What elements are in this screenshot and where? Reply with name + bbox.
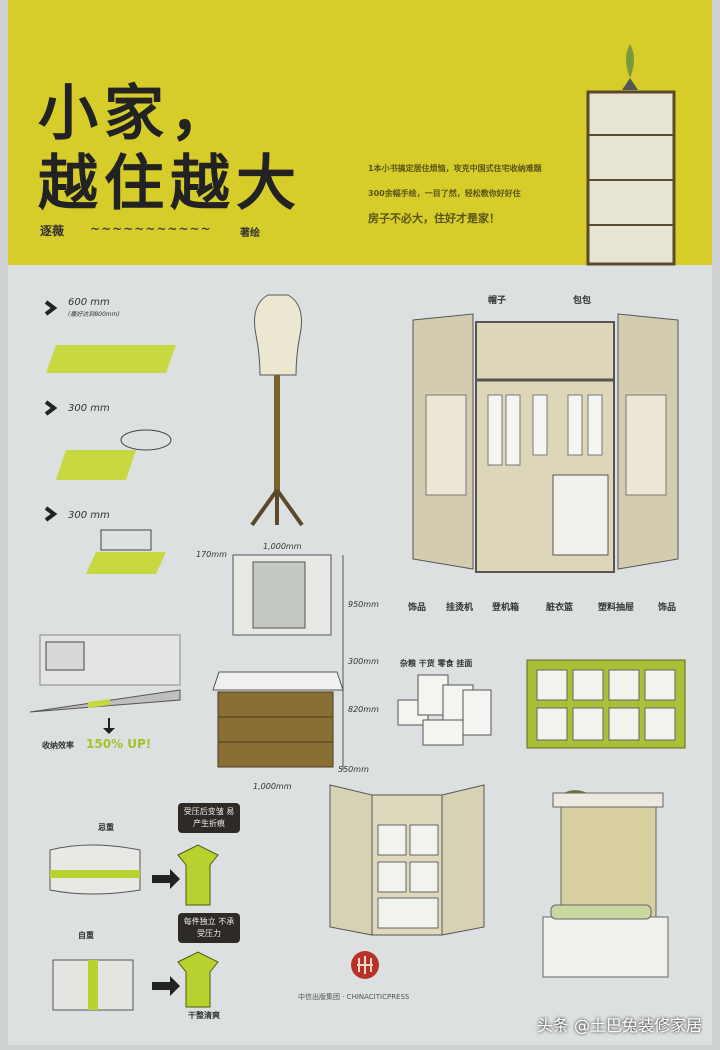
- vanity-illustration: [212, 554, 344, 770]
- vanity-dim-width-bottom: 1,000mm: [253, 782, 292, 791]
- vanity-dim-950: 950mm: [348, 600, 379, 609]
- shirt-label-2: 自重: [78, 931, 94, 940]
- title-line-2: 越住越大: [38, 149, 302, 219]
- storage-jars-illustration: [397, 674, 492, 746]
- tagline-1: 1本小书搞定居住烦恼，攻克中国式住宅收纳难题: [368, 164, 542, 173]
- author-divider: ~~~~~~~~~~~: [90, 222, 212, 236]
- kitchen-counter-illustrations: [44, 300, 176, 574]
- wardrobe-label-6: 饰品: [658, 603, 677, 613]
- tagline-2: 300余幅手绘，一目了然，轻松教你好好住: [368, 189, 521, 198]
- vanity-dim-300: 300mm: [348, 657, 379, 666]
- citic-press-logo: [351, 951, 379, 979]
- wall-rack-illustration: [29, 634, 181, 734]
- cabinet-illustration: [329, 784, 485, 936]
- tagline-3: 房子不必大，住好才是家！: [368, 212, 500, 225]
- shirt-caption: 干整清爽: [188, 1011, 220, 1020]
- wardrobe-label-3: 登机箱: [492, 603, 520, 613]
- wardrobe-label-5: 塑料抽屉: [598, 603, 635, 613]
- entry-bench-illustration: [542, 790, 669, 978]
- vanity-dim-170: 170mm: [196, 550, 227, 559]
- author: 逐薇: [40, 224, 65, 238]
- author-suffix: 著绘: [240, 228, 260, 239]
- dim-300a: 300 mm: [68, 403, 110, 414]
- vanity-dim-550: 550mm: [338, 765, 369, 774]
- shirt-label-1: 忌重: [98, 823, 114, 832]
- mannequin-illustration: [250, 294, 304, 527]
- speech-bubble-1: 受压后变皱 易产生折痕: [178, 803, 240, 833]
- publisher-name: 中信出版集团 · CHINACITICPRESS: [298, 993, 410, 1001]
- cube-shelf-illustration: [526, 659, 686, 749]
- wardrobe-label-hats: 帽子: [488, 296, 507, 306]
- bookshelf-illustration: [586, 44, 676, 266]
- wardrobe-label-bags: 包包: [573, 296, 592, 306]
- dim-600: 600 mm: [68, 297, 110, 308]
- book-cover: 小家， 越住越大 逐薇 ~~~~~~~~~~~ 著绘 1本小书搞定居住烦恼，攻克…: [8, 0, 712, 1045]
- dim-note: (最好达到800mm): [68, 311, 120, 318]
- storage-boost-label: 收纳效率: [42, 741, 74, 750]
- storage-boost-value: 150% UP!: [86, 737, 152, 751]
- watermark: 头条 @土巴兔装修家居: [536, 1016, 702, 1035]
- title-line-1: 小家，: [38, 79, 236, 149]
- speech-bubble-2: 每件独立 不承受压力: [178, 913, 240, 943]
- jar-labels: 杂粮 干货 零食 挂面: [400, 659, 473, 668]
- vanity-dim-820: 820mm: [348, 705, 379, 714]
- wardrobe-label-1: 饰品: [408, 603, 427, 613]
- dim-300b: 300 mm: [68, 510, 110, 521]
- wardrobe-label-4: 脏衣篮: [546, 603, 574, 613]
- folding-clothes-illustration: [49, 844, 219, 1011]
- wardrobe-illustration: [412, 313, 679, 573]
- vanity-dim-width-top: 1,000mm: [263, 542, 302, 551]
- wardrobe-label-2: 挂烫机: [446, 603, 474, 613]
